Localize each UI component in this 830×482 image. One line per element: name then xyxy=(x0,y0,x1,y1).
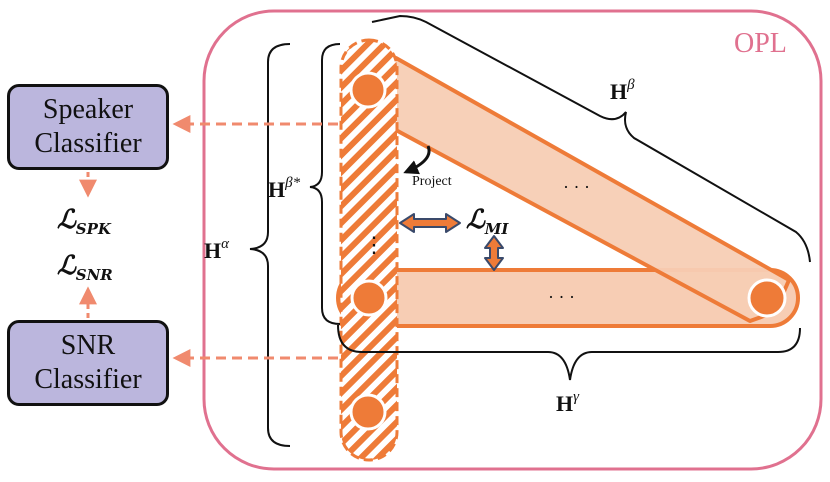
loss-mi: ℒMI xyxy=(466,205,509,238)
h-gamma-brace xyxy=(337,324,801,381)
h-alpha-label: Hα xyxy=(204,236,230,263)
snr-classifier-box: SNR Classifier xyxy=(7,320,169,406)
speaker-classifier-box: Speaker Classifier xyxy=(7,84,169,170)
loss-spk: ℒSPK xyxy=(57,205,112,238)
project-arrow xyxy=(403,145,431,175)
opl-container xyxy=(202,9,823,471)
node-top xyxy=(349,71,387,109)
speaker-classifier-line2: Classifier xyxy=(34,128,142,159)
project-label: Project xyxy=(412,174,452,189)
node-right xyxy=(747,278,787,318)
snr-classifier-line2: Classifier xyxy=(34,364,142,395)
h-alpha-band xyxy=(339,38,399,462)
opl-label: OPL xyxy=(734,28,787,59)
h-beta-brace xyxy=(371,14,811,263)
loss-snr: ℒSNR xyxy=(57,251,113,284)
h-beta-label: Hβ xyxy=(610,77,635,104)
mi-vertical-arrow xyxy=(484,235,504,271)
h-gamma-label: Hγ xyxy=(556,389,580,416)
horizontal-ellipsis: · · · xyxy=(548,287,575,307)
speaker-classifier-line1: Speaker xyxy=(42,94,134,125)
node-middle xyxy=(350,279,388,317)
h-beta-star-label: Hβ* xyxy=(268,175,301,202)
vertical-ellipsis: ⋮ xyxy=(363,232,385,257)
h-beta-star-brace xyxy=(309,43,341,325)
h-alpha-brace xyxy=(249,43,291,447)
snr-classifier-line1: SNR xyxy=(60,330,116,361)
mi-horizontal-arrow xyxy=(399,213,461,233)
diagonal-ellipsis: · · · xyxy=(563,177,590,197)
node-bottom xyxy=(349,393,387,431)
